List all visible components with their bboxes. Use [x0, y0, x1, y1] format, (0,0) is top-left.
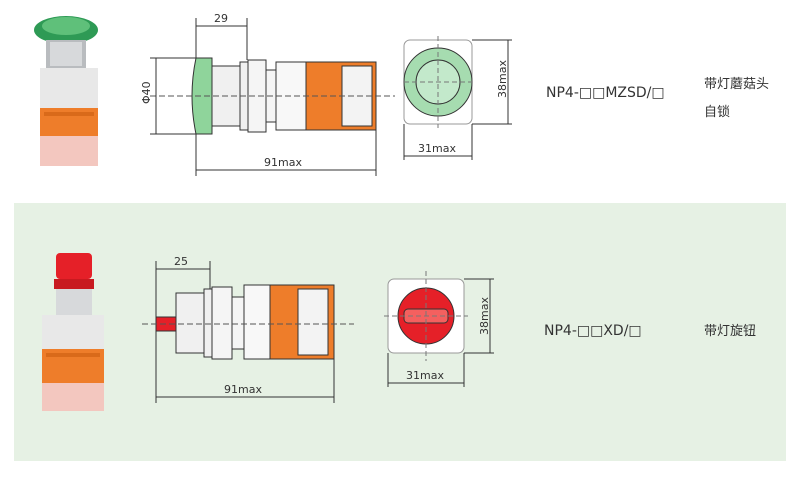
- knob-product-photo: [42, 253, 104, 411]
- mushroom-product-photo: [34, 16, 98, 166]
- knob-side-view: [142, 284, 354, 360]
- dim-height: 38max: [496, 60, 509, 98]
- product-row-knob: 25 91max 38max 31max NP4-□□XD/□ 带灯旋钮: [14, 203, 786, 461]
- description-line-1: 带灯旋钮: [704, 324, 757, 339]
- knob-front-dimension-lines: [387, 278, 494, 387]
- mushroom-front-view: [403, 36, 473, 128]
- mushroom-front-dimension-lines: [403, 39, 512, 160]
- dim-length: 91max: [264, 156, 302, 169]
- model-code: NP4-□□XD/□: [544, 323, 642, 339]
- knob-front-view: [384, 271, 468, 361]
- description-line-1: 带灯蘑菇头: [704, 77, 770, 92]
- model-code: NP4-□□MZSD/□: [546, 85, 665, 101]
- mushroom-dimension-lines: [150, 18, 377, 176]
- knob-dimension-lines: [155, 261, 335, 403]
- description-line-2: 自锁: [704, 105, 731, 120]
- mushroom-side-view: [150, 57, 395, 135]
- dim-head-offset: 25: [174, 255, 188, 268]
- knob-diagram: 25 91max 38max 31max: [42, 253, 494, 411]
- mushroom-diagram: 29 Φ40 91max 38max 31max: [34, 12, 512, 176]
- dim-head-offset: 29: [214, 12, 228, 25]
- dim-length: 91max: [224, 383, 262, 396]
- dim-width: 31max: [418, 142, 456, 155]
- dim-height: 38max: [478, 297, 491, 335]
- dim-width: 31max: [406, 369, 444, 382]
- dim-diameter: Φ40: [140, 81, 153, 104]
- product-row-mushroom: 29 Φ40 91max 38max 31max NP4-□□MZSD/□ 带灯…: [0, 0, 800, 200]
